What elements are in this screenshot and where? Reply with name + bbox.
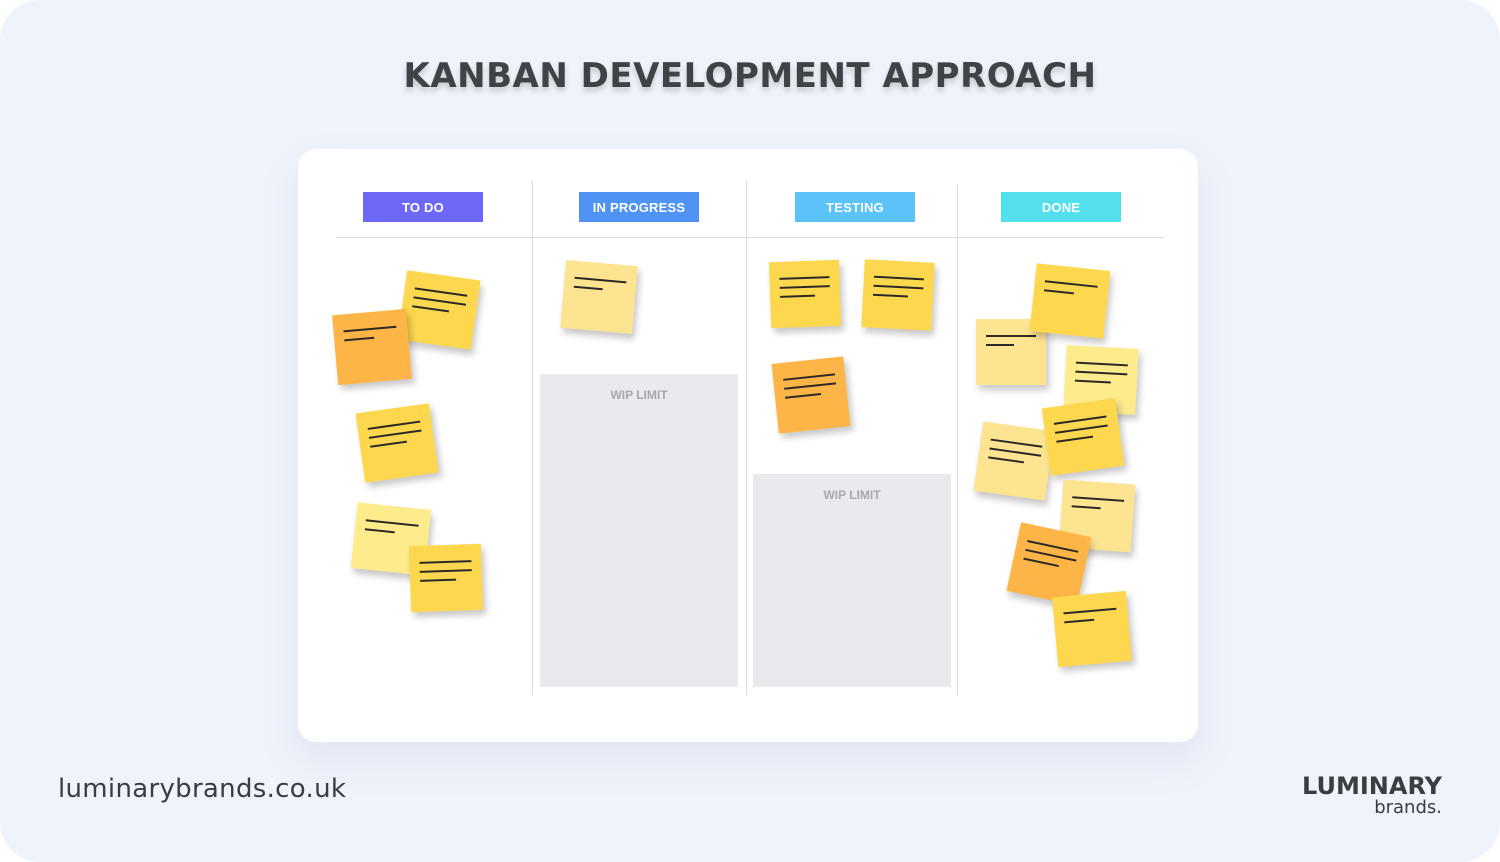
- sticky-note-line: [364, 528, 395, 533]
- sticky-note[interactable]: [560, 259, 638, 335]
- sticky-note-line: [419, 560, 472, 564]
- column-header-in-progress[interactable]: IN PROGRESS: [579, 192, 699, 222]
- sticky-note-line: [1064, 618, 1095, 623]
- sticky-note-line: [413, 296, 467, 306]
- sticky-note-line: [414, 287, 468, 297]
- sticky-note[interactable]: [1006, 522, 1092, 606]
- column-header-todo[interactable]: TO DO: [363, 192, 483, 222]
- sticky-note-line: [989, 447, 1042, 457]
- kanban-board: TO DO IN PROGRESS TESTING DONE WIP LIMIT…: [298, 149, 1198, 742]
- sticky-note[interactable]: [1052, 590, 1132, 668]
- sticky-note-line: [988, 456, 1025, 463]
- sticky-note-line: [986, 335, 1036, 337]
- sticky-note[interactable]: [397, 270, 481, 350]
- sticky-note-line: [872, 293, 908, 298]
- sticky-note-line: [779, 285, 830, 289]
- column-divider: [532, 181, 533, 695]
- page-title: KANBAN DEVELOPMENT APPROACH: [403, 56, 1097, 96]
- sticky-note-line: [873, 275, 924, 280]
- column-divider: [957, 185, 958, 695]
- header-divider: [336, 237, 1164, 238]
- sticky-note-line: [784, 382, 836, 390]
- wip-limit-zone-testing: WIP LIMIT: [753, 474, 951, 687]
- sticky-note-line: [343, 325, 397, 333]
- sticky-note-line: [1044, 280, 1098, 288]
- wip-limit-zone-in-progress: WIP LIMIT: [540, 374, 738, 687]
- logo-wordmark: LUMINARY: [1302, 772, 1443, 800]
- sticky-note-line: [1075, 370, 1128, 375]
- sticky-note-line: [419, 569, 472, 573]
- sticky-note[interactable]: [1029, 263, 1111, 339]
- sticky-note-line: [420, 578, 457, 582]
- logo-subtext: brands.: [1374, 797, 1442, 818]
- sticky-note-line: [1053, 415, 1107, 425]
- sticky-note-line: [573, 285, 603, 290]
- sticky-note-line: [344, 336, 375, 341]
- sticky-note[interactable]: [332, 308, 412, 386]
- sticky-note-line: [367, 420, 421, 430]
- sticky-note-line: [1071, 505, 1101, 509]
- column-divider: [746, 181, 747, 695]
- wip-limit-label: WIP LIMIT: [610, 388, 668, 402]
- sticky-note[interactable]: [771, 356, 851, 434]
- sticky-note-line: [574, 276, 627, 283]
- luminary-brands-logo: LUMINARY brands.: [1302, 772, 1443, 818]
- sticky-note-line: [1023, 557, 1059, 567]
- sticky-note-line: [990, 438, 1043, 448]
- sticky-note-line: [1074, 379, 1111, 384]
- column-header-done[interactable]: DONE: [1001, 192, 1121, 222]
- sticky-note-line: [1072, 496, 1125, 502]
- sticky-note[interactable]: [861, 259, 935, 331]
- sticky-note-line: [986, 344, 1014, 346]
- sticky-note[interactable]: [973, 421, 1055, 501]
- sticky-note-line: [365, 519, 419, 527]
- sticky-note-line: [1063, 607, 1117, 615]
- sticky-note-line: [412, 305, 450, 312]
- sticky-note-line: [783, 373, 836, 381]
- sticky-note-line: [1075, 361, 1128, 366]
- sticky-note-line: [1043, 289, 1074, 294]
- sticky-note-line: [779, 276, 830, 280]
- column-header-testing[interactable]: TESTING: [795, 192, 915, 222]
- sticky-note-line: [1056, 435, 1094, 443]
- sticky-note[interactable]: [768, 259, 842, 329]
- sticky-note-line: [873, 284, 924, 289]
- sticky-note[interactable]: [408, 543, 484, 613]
- sticky-note-line: [780, 294, 816, 298]
- sticky-note-line: [1055, 424, 1108, 434]
- sticky-note-line: [370, 440, 407, 448]
- sticky-note-line: [368, 429, 422, 439]
- sticky-note[interactable]: [355, 403, 439, 483]
- sticky-note-line: [785, 392, 822, 399]
- footer-url[interactable]: luminarybrands.co.uk: [58, 774, 347, 804]
- wip-limit-label: WIP LIMIT: [823, 488, 881, 502]
- sticky-note[interactable]: [1041, 398, 1125, 476]
